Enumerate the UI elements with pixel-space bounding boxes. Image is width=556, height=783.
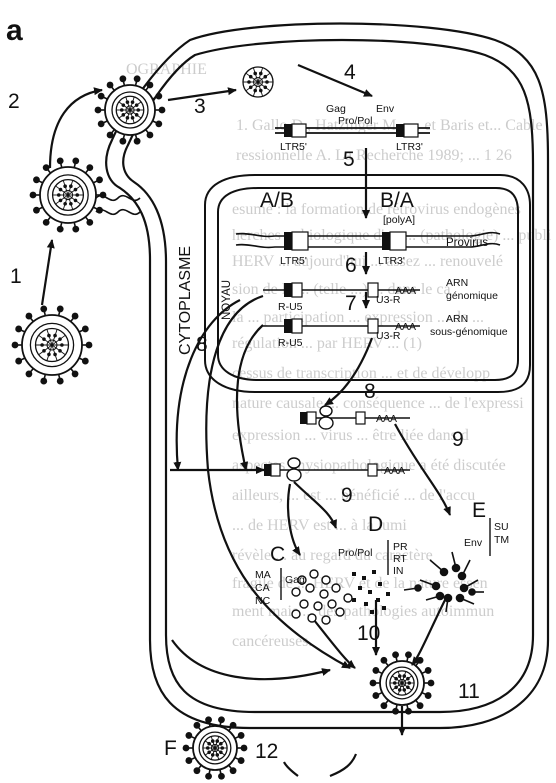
- splice-ba-label: B/A: [380, 189, 414, 212]
- arrow-step-4: [298, 65, 372, 96]
- step-8-nucleus: 8: [196, 333, 208, 356]
- step-9-left: 9: [341, 484, 353, 507]
- panel-e-letter: E: [472, 499, 486, 522]
- env-protein-label: Env: [464, 537, 483, 549]
- nc-label: NC: [255, 595, 271, 607]
- rt-label: RT: [393, 553, 407, 565]
- virion-outside: [12, 306, 93, 385]
- polya-label: [polyA]: [383, 214, 415, 226]
- step-12: 12: [255, 740, 278, 763]
- panel-c-letter: C: [270, 543, 285, 566]
- step-4: 4: [344, 61, 356, 84]
- panel-d-letter: D: [368, 513, 383, 536]
- ca-label: CA: [255, 582, 270, 594]
- background-text-line: OGRAPHIE: [126, 61, 207, 78]
- cytoplasm-label: CYTOPLASME: [177, 246, 194, 355]
- panel-f-letter: F: [164, 737, 177, 760]
- splice-ab-label: A/B: [260, 189, 294, 212]
- step-6: 6: [345, 254, 357, 277]
- polya-tail: AAA: [384, 465, 405, 477]
- arrow-bottom-curve: [284, 762, 298, 776]
- tm-label: TM: [494, 534, 509, 546]
- polya-tail: AAA: [395, 285, 416, 297]
- virion-budding: [370, 651, 435, 714]
- arn-subgenomic-label-2: sous-génomique: [430, 326, 508, 338]
- gag-protein-label: Gag: [285, 574, 305, 586]
- ltr3-top-label: LTR3': [396, 141, 423, 153]
- background-text-line: expression ... virus ... être liée dans …: [232, 427, 469, 444]
- ru5-label: R-U5: [278, 301, 303, 313]
- receptor-squiggle: [96, 210, 140, 215]
- ltr5-top-label: LTR5': [280, 141, 307, 153]
- step-5: 5: [343, 148, 355, 171]
- arn-subgenomic-label-1: ARN: [446, 313, 468, 325]
- virion-binding: [95, 75, 166, 144]
- nucleus-label: NOYAU: [221, 280, 233, 320]
- background-text-line: 1. Gallo D., Hatzinger M., ... et Baris …: [236, 117, 543, 134]
- virion-entry: [30, 157, 107, 232]
- arrow-gag-down: [310, 615, 355, 668]
- step-2: 2: [8, 90, 20, 113]
- arn-genomic-label-2: génomique: [446, 290, 498, 302]
- virion-released: [183, 716, 248, 779]
- ltr3-label: LTR3': [378, 255, 405, 267]
- arrow-step-2: [50, 90, 102, 168]
- step-3: 3: [194, 95, 206, 118]
- arrow-step-1: [42, 240, 52, 305]
- ma-label: MA: [255, 569, 271, 581]
- arn-genomic-label-1: ARN: [446, 277, 468, 289]
- step-1: 1: [10, 265, 22, 288]
- polya-tail: AAA: [395, 321, 416, 333]
- step-7: 7: [345, 292, 357, 315]
- step-10: 10: [357, 622, 380, 645]
- figure-label: a: [6, 14, 23, 47]
- ru5-label: R-U5: [278, 337, 303, 349]
- capsid-core: [243, 67, 273, 97]
- propol-protein-label: Pro/Pol: [338, 547, 372, 559]
- in-label: IN: [393, 565, 404, 577]
- step-8-cytoplasm: 8: [364, 380, 376, 403]
- background-text-line: ressionnelle A. La Recherche 1989; ... 1…: [236, 147, 512, 164]
- step-11: 11: [458, 680, 480, 703]
- ltr5-label: LTR5': [280, 255, 307, 267]
- background-text-line: HERV ... aujourd'hui ... assez ... renou…: [232, 253, 503, 270]
- polya-tail: AAA: [376, 413, 397, 425]
- provirus-label: Provirus: [446, 237, 488, 249]
- env-gene-label: Env: [376, 103, 395, 115]
- propol-gene-label: Pro/Pol: [338, 115, 372, 127]
- step-9-right: 9: [452, 428, 464, 451]
- gag-gene-label: Gag: [326, 103, 346, 115]
- pr-label: PR: [393, 541, 408, 553]
- background-text-line: nature causale ... conséquence ... de l'…: [232, 395, 524, 412]
- su-label: SU: [494, 521, 509, 533]
